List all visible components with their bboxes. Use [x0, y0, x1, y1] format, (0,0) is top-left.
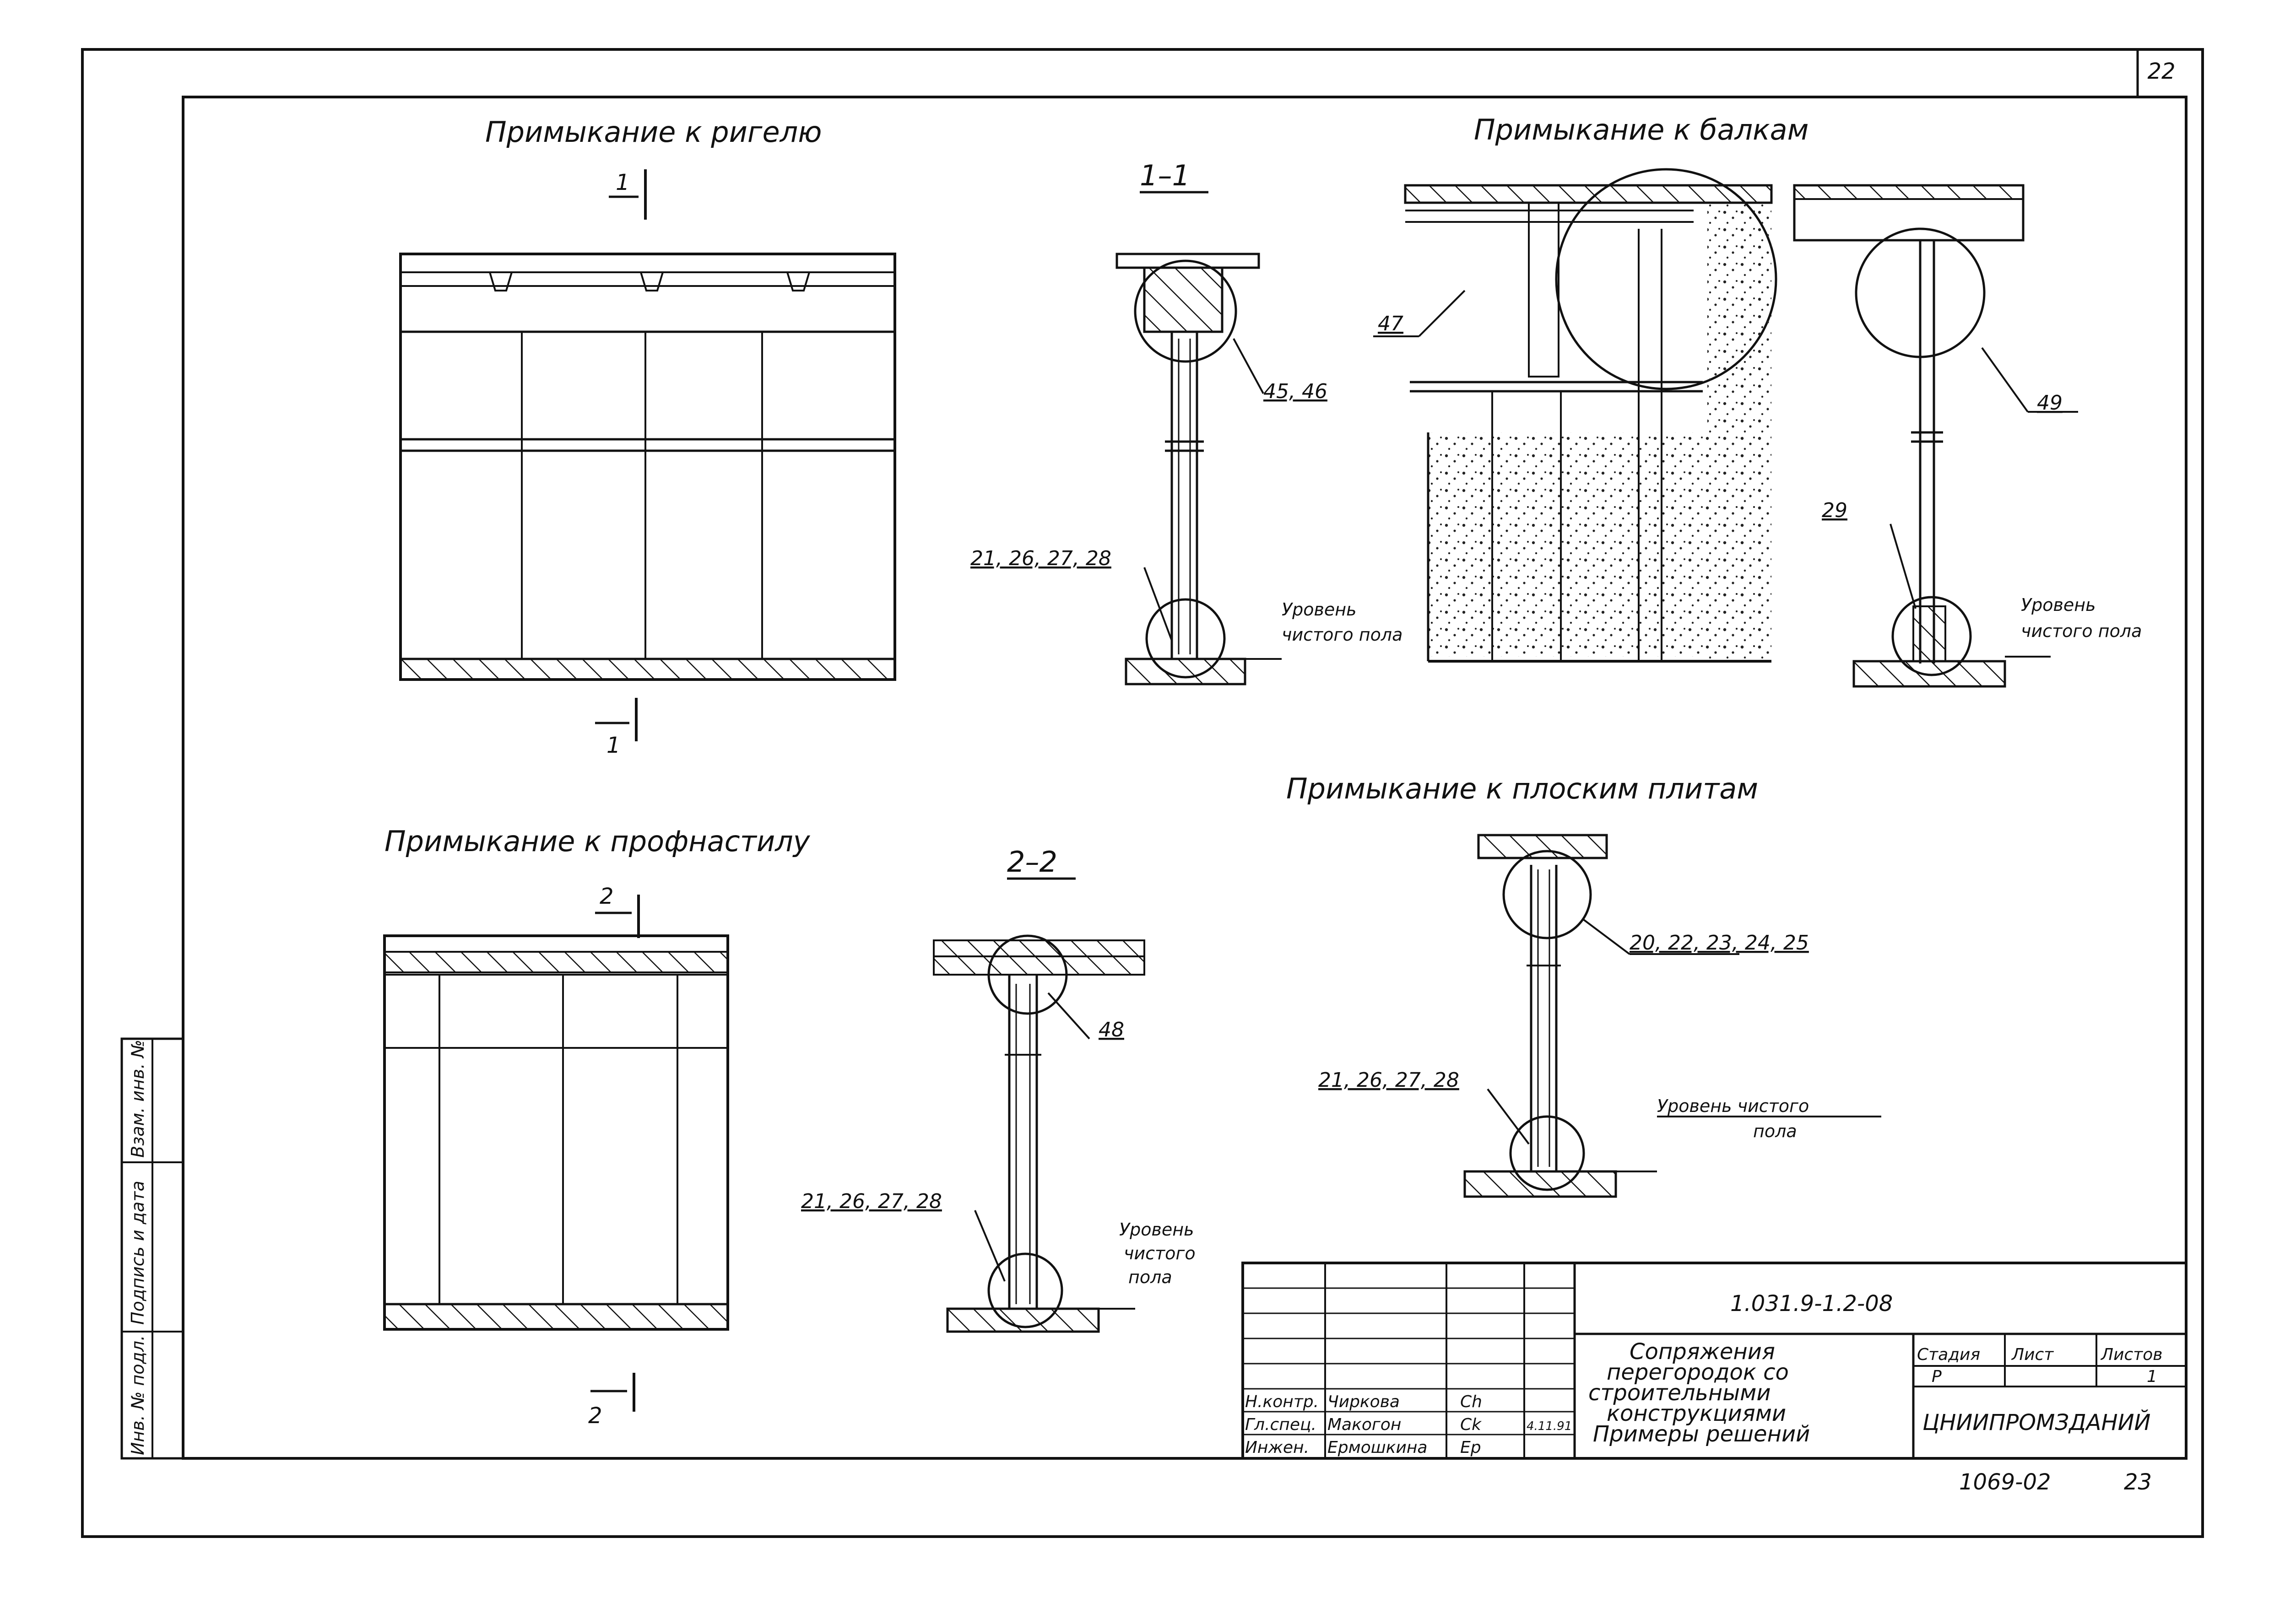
section-2-2-title: 2–2 — [1007, 845, 1057, 879]
floor-label-c-line3: пола — [1128, 1267, 1172, 1287]
floor-label-c-line2: чистого — [1124, 1243, 1196, 1263]
section-mark-1-top: 1 — [609, 169, 647, 220]
footer-page-number: 23 — [2124, 1469, 2152, 1495]
elevation-rigel — [399, 253, 896, 681]
sheet-header: Лист — [2011, 1345, 2054, 1364]
title-block — [1241, 1262, 2188, 1460]
drawing-name-line3: строительными — [1588, 1380, 1771, 1406]
section-flat-slabs-detail — [1463, 834, 1739, 1198]
title-profdeck: Примыкание к профнастилу — [384, 825, 811, 858]
sheets-header: Листов — [2100, 1345, 2162, 1364]
svg-text:4.11.91: 4.11.91 — [1527, 1419, 1572, 1433]
callout-21-26-27-28-a: 21, 26, 27, 28 — [970, 547, 1111, 570]
outer-frame — [81, 48, 2204, 1538]
callout-49: 49 — [2037, 391, 2063, 415]
svg-text:Ep: Ep — [1460, 1438, 1481, 1457]
svg-text:2: 2 — [588, 1403, 602, 1429]
stamp-inv-duplicate: Взам. инв. № — [128, 1040, 148, 1158]
section-1-1-title: 1–1 — [1140, 159, 1190, 192]
callout-48: 48 — [1099, 1018, 1124, 1041]
callout-29: 29 — [1822, 499, 1847, 522]
svg-text:Ck: Ck — [1460, 1415, 1482, 1434]
floor-label-c-line1: Уровень — [1119, 1219, 1194, 1240]
stamp-inv-original: Инв. № подл. — [128, 1335, 148, 1455]
drawing-name-line1: Сопряжения — [1630, 1339, 1775, 1365]
section-1-1-detail — [1115, 253, 1282, 685]
callout-47: 47 — [1378, 312, 1403, 335]
callout-21-26-27-28-c: 21, 26, 27, 28 — [1318, 1068, 1459, 1092]
svg-text:2: 2 — [600, 884, 614, 909]
svg-text:1: 1 — [616, 170, 630, 195]
svg-text:1: 1 — [606, 733, 621, 758]
side-stamp: Инв. № подл. Подпись и дата Взам. инв. № — [120, 1037, 184, 1460]
section-mark-1-bottom: 1 — [595, 698, 638, 758]
title-beams: Примыкание к балкам — [1474, 113, 1809, 146]
inner-frame — [182, 96, 2188, 1460]
floor-label-d-line2: пола — [1753, 1121, 1797, 1141]
drawing-name-line4: конструкциями — [1607, 1401, 1786, 1426]
title-rigel: Примыкание к ригелю — [485, 115, 822, 149]
svg-text:Н.контр.: Н.контр. — [1245, 1392, 1319, 1411]
section-beams-detail — [1793, 184, 2078, 688]
floor-label-a-line2: чистого пола — [1282, 625, 1402, 645]
svg-text:Ермошкина: Ермошкина — [1327, 1438, 1427, 1457]
svg-text:Чиркова: Чиркова — [1327, 1392, 1400, 1411]
floor-label-b-line1: Уровень — [2021, 595, 2096, 615]
floor-label-a-line1: Уровень — [1282, 599, 1357, 620]
section-2-2-detail — [933, 934, 1145, 1333]
title-flat-slabs: Примыкание к плоским плитам — [1286, 772, 1758, 805]
document-code: 1.031.9-1.2-08 — [1730, 1291, 1893, 1316]
stamp-signature-date: Подпись и дата — [128, 1181, 148, 1325]
callout-20-22-23-24-25: 20, 22, 23, 24, 25 — [1630, 931, 1809, 955]
drawing-name-line5: Примеры решений — [1593, 1421, 1810, 1447]
svg-text:Макогон: Макогон — [1327, 1415, 1401, 1434]
svg-text:Ch: Ch — [1460, 1392, 1482, 1411]
svg-text:Гл.спец.: Гл.спец. — [1245, 1415, 1316, 1434]
stage-value: Р — [1932, 1367, 1942, 1386]
elevation-profdeck — [383, 934, 729, 1331]
signature-row-3: Инжен. Ермошкина Ep — [1245, 1438, 1481, 1457]
signature-row-1: Н.контр. Чиркова Ch — [1245, 1392, 1482, 1411]
sheets-value: 1 — [2147, 1367, 2157, 1386]
sheet-number: 22 — [2147, 59, 2175, 84]
callout-45-46: 45, 46 — [1263, 380, 1327, 403]
stage-header: Стадия — [1917, 1345, 1980, 1364]
section-mark-2-bottom: 2 — [588, 1373, 635, 1429]
section-mark-2-top: 2 — [595, 884, 640, 938]
floor-label-d-line1: Уровень чистого — [1657, 1096, 1809, 1116]
drawing-name-line2: перегородок со — [1607, 1360, 1789, 1385]
signature-row-2: Гл.спец. Макогон Ck 4.11.91 — [1245, 1415, 1572, 1434]
organization: ЦНИИПРОМЗДАНИЙ — [1922, 1409, 2150, 1435]
callout-21-26-27-28-b: 21, 26, 27, 28 — [801, 1190, 942, 1213]
svg-text:Инжен.: Инжен. — [1245, 1438, 1309, 1457]
floor-label-b-line2: чистого пола — [2021, 621, 2142, 641]
footer-document-number: 1069-02 — [1959, 1469, 2051, 1495]
elevation-beams — [1373, 168, 1777, 663]
